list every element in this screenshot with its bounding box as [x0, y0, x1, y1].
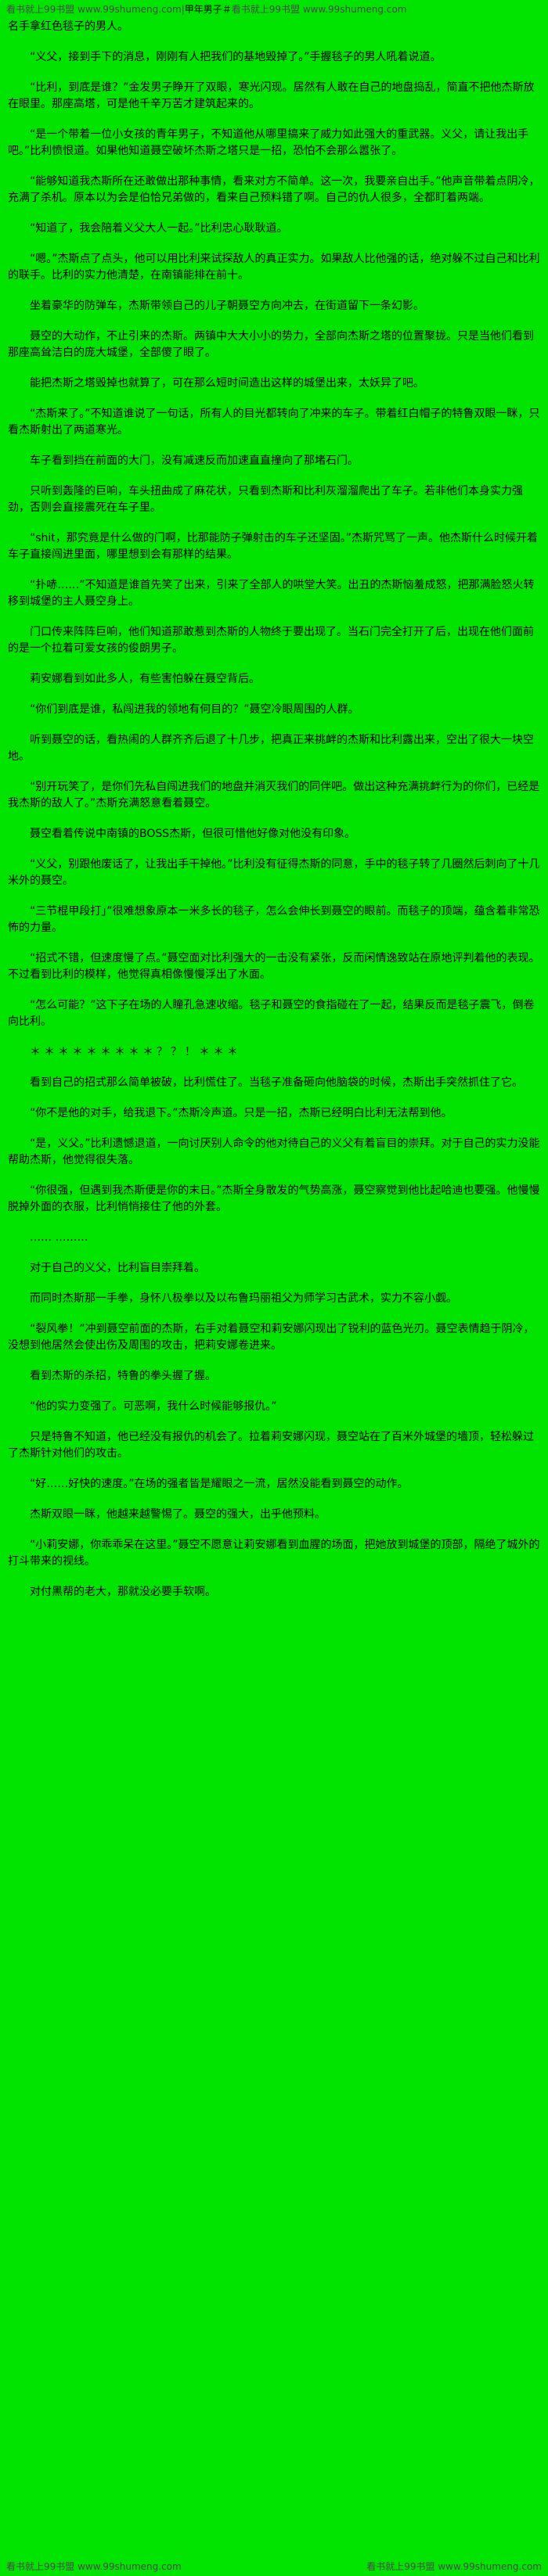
chapter-text: 名手拿红色毯子的男人。 “义父，接到手下的消息，刚刚有人把我们的基地毁掉了。”手… — [0, 19, 548, 1601]
paragraph: …… ……… — [30, 1231, 88, 1244]
paragraph: 门口传来阵阵巨响，他们知道那敢惹到杰斯的人物终于要出现了。当石门完全打开了后，出… — [8, 626, 534, 655]
paragraph: “你不是他的对手，给我退下。”杰斯冷声道。只是一招，杰斯已经明白比利无法帮到他。 — [30, 1107, 452, 1119]
paragraph: 杰斯双眼一眯，他越来越警惕了。聂空的强大，出乎他预料。 — [30, 1508, 326, 1521]
paragraph: “他的实力变强了。可恶啊，我什么时候能够报仇。” — [30, 1400, 277, 1413]
paragraph: “能够知道我杰斯所在还敢做出那种事情，看来对方不简单。这一次，我要亲自出手。”他… — [8, 175, 540, 204]
paragraph: 坐着豪华的防弹车，杰斯带领自己的儿子朝聂空方向冲去，在街道留下一条幻影。 — [30, 300, 424, 312]
paragraph: 莉安娜看到如此多人，有些害怕躲在聂空背后。 — [30, 673, 260, 685]
paragraph: 聂空看着传说中南镇的BOSS杰斯，但很可惜他好像对他没有印象。 — [30, 828, 356, 840]
page-header: 看书就上99书盟 www.99shumeng.com|甲年男子＃看书就上99书盟… — [0, 0, 548, 16]
paragraph: “扑哧……”不知道是谁首先笑了出来，引来了全部人的哄堂大笑。出丑的杰斯恼羞成怒，… — [8, 579, 535, 608]
paragraph: “嗯。”杰斯点了点头，他可以用比利来试探敌人的真正实力。如果敌人比他强的话，绝对… — [8, 253, 540, 282]
paragraph: 看到杰斯的杀招，特鲁的拳头握了握。 — [30, 1370, 216, 1382]
paragraph: “shit，那究竟是什么做的门啊，比那能防子弹射击的车子还坚固。”杰斯咒骂了一声… — [8, 532, 539, 561]
paragraph: 聂空的大动作，不止引来的杰斯。两镇中大大小小的势力，全部向杰斯之塔的位置聚拢。只… — [8, 330, 534, 359]
chapter-title-fragment: 甲年男子＃ — [184, 4, 232, 15]
paragraph: “比利，到底是谁？”金发男子睁开了双眼，寒光闪现。居然有人敢在自己的地盘捣乱，简… — [8, 81, 535, 110]
paragraph: “怎么可能？”这下子在场的人瞳孔急速收缩。毯子和聂空的食指碰在了一起，结果反而是… — [8, 999, 535, 1028]
paragraph: “小莉安娜，你乖乖呆在这里。”聂空不愿意让莉安娜看到血腥的场面，把她放到城堡的顶… — [8, 1539, 540, 1568]
page-footer: 看书就上99书盟 www.99shumeng.com 看书就上99书盟 www.… — [0, 2560, 548, 2573]
paragraph-continuation: 名手拿红色毯子的男人。 — [8, 20, 128, 33]
paragraph: “是，义父。”比利遗憾退道，一向讨厌别人命令的他对待自己的义父有着盲目的崇拜。对… — [8, 1137, 540, 1166]
paragraph: “你很强，但遇到我杰斯便是你的末日。”杰斯全身散发的气势高涨，聂空察觉到他比起哈… — [8, 1184, 540, 1213]
header-separator: | — [181, 4, 185, 15]
paragraph: 只听到轰隆的巨响，车头扭曲成了麻花状，只看到杰斯和比利灰溜溜爬出了车子。若非他们… — [8, 485, 523, 514]
paragraph: “别开玩笑了，是你们先私自闯进我们的地盘并消灭我们的同伴吧。做出这种充满挑衅行为… — [8, 781, 540, 810]
paragraph: “义父，接到手下的消息，刚刚有人把我们的基地毁掉了。”手握毯子的男人吼着说道。 — [30, 51, 442, 63]
paragraph: 而同时杰斯那一手拳，身怀八极拳以及以布鲁玛丽祖父为师学习古武术，实力不容小觑。 — [30, 1292, 457, 1305]
paragraph: 只是特鲁不知道，他已经没有报仇的机会了。拉着莉安娜闪现，聂空站在了百米外城堡的墙… — [8, 1431, 534, 1460]
paragraph: ＊＊＊＊＊＊＊＊＊？？！＊＊＊ — [30, 1046, 241, 1058]
paragraph: “是一个带着一位小女孩的青年男子，不知道他从哪里搞来了威力如此强大的重武器。义父… — [8, 128, 529, 157]
paragraph: “你们到底是谁，私闯进我的领地有何目的？”聂空冷眼周围的人群。 — [30, 703, 359, 716]
paragraph: “裂风拳！”冲到聂空前面的杰斯，右手对着聂空和莉安娜闪现出了锐利的蓝色光刃。聂空… — [8, 1323, 535, 1352]
paragraph: 车子看到挡在前面的大门，没有减速反而加速直直撞向了那堵石门。 — [30, 454, 359, 467]
paragraph: 对付黑帮的老大，那就没必要手软啊。 — [30, 1586, 216, 1598]
footer-watermark-left: 看书就上99书盟 www.99shumeng.com — [6, 2561, 182, 2572]
paragraph: 对于自己的义父，比利盲目崇拜着。 — [30, 1262, 205, 1274]
paragraph: “知道了，我会陪着义父大人一起。”比利忠心耿耿道。 — [30, 222, 288, 235]
paragraph: 看到自己的招式那么简单被破，比利慌住了。当毯子准备砸向他脑袋的时候，杰斯出手突然… — [30, 1076, 523, 1089]
header-watermark-left: 看书就上99书盟 www.99shumeng.com — [6, 4, 182, 15]
header-watermark-right: 看书就上99书盟 www.99shumeng.com — [231, 4, 407, 15]
paragraph: “好……好快的速度。”在场的强者皆是耀眼之一流，居然没能看到聂空的动作。 — [30, 1478, 409, 1490]
paragraph: “义父，别跟他废话了，让我出手干掉他。”比利没有征得杰斯的同意，手中的毯子转了几… — [8, 858, 540, 887]
paragraph: “招式不错，但速度慢了点。”聂空面对比利强大的一击没有紧张，反而闲情逸致站在原地… — [8, 952, 540, 981]
paragraph: 听到聂空的话，看热闹的人群齐齐后退了十几步，把真正来挑衅的杰斯和比利露出来，空出… — [8, 734, 534, 763]
paragraph: “杰斯来了。”不知道谁说了一句话，所有人的目光都转向了冲来的车子。带着红白帽子的… — [8, 408, 540, 437]
paragraph: 能把杰斯之塔毁掉也就算了，可在那么短时间造出这样的城堡出来，太妖异了吧。 — [30, 377, 424, 390]
paragraph: “三节棍甲段打」”很难想象原本一米多长的毯子，怎么会伸长到聂空的眼前。而毯子的顶… — [8, 905, 540, 934]
footer-watermark-right: 看书就上99书盟 www.99shumeng.com — [366, 2561, 542, 2572]
